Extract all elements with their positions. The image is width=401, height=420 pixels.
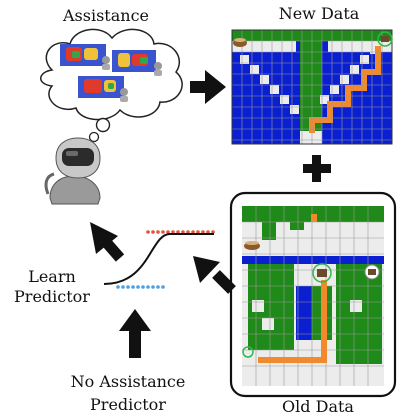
coffee-cup-icon [312,263,332,283]
arrow-icon [90,222,125,262]
arrow-icon [190,70,226,104]
arrow-icon [193,256,236,294]
plus-icon [303,155,331,182]
food-bowl-icon [244,241,260,250]
assistance-label: Assistance [62,6,149,25]
food-bowl-icon [233,38,247,47]
old-data-panel [229,191,397,398]
new-data-label: New Data [278,4,360,23]
heatmap-thumbnail [60,44,110,70]
coffee-cup-icon [364,264,380,280]
learn-label: Learn [28,267,76,286]
coffee-cup-icon [377,31,393,47]
predictor-bottom-label: Predictor [90,395,166,414]
no-assistance-label: No Assistance [70,372,186,391]
heatmap-thumbnail [112,50,162,76]
arrow-icon [119,309,151,358]
heatmap-thumbnail [78,76,128,102]
sigmoid-curve [103,230,215,289]
robot-icon [44,137,101,205]
thought-cloud-icon [40,28,183,150]
old-data-label: Old Data [282,397,354,416]
new-data-grid [231,29,393,145]
predictor-label: Predictor [14,287,90,306]
